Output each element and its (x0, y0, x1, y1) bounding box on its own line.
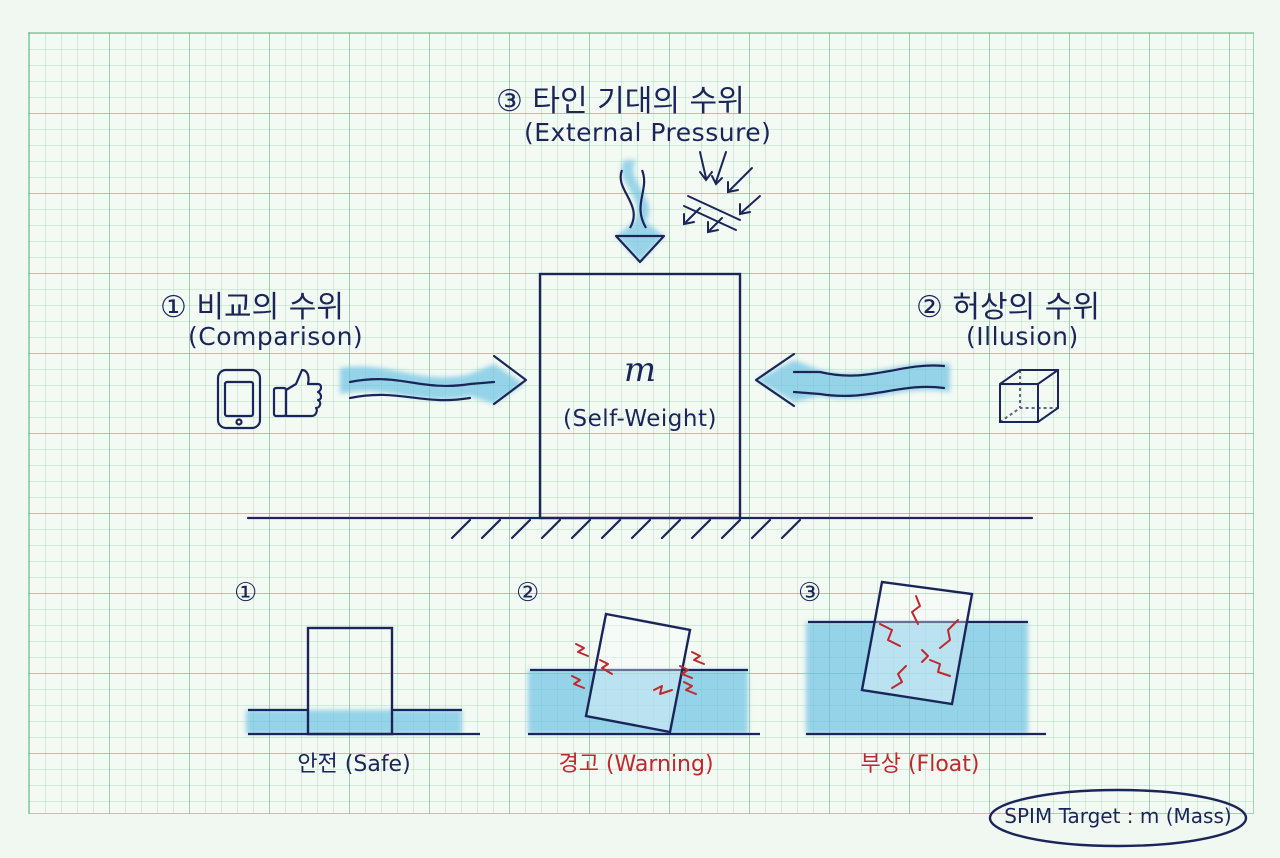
illusion-subtitle: (Illusion) (966, 322, 1079, 351)
external-pressure-subtitle: (External Pressure) (524, 118, 772, 147)
scenario-float (806, 580, 1046, 736)
scenario-warning-caption: 경고 (Warning) (558, 752, 714, 777)
illusion-title: ② 허상의 수위 (916, 290, 1100, 325)
scenario-1-number: ① (234, 578, 258, 608)
external-pressure-title: ③ 타인 기대의 수위 (496, 84, 745, 119)
scenario-safe-caption: 안전 (Safe) (297, 752, 411, 777)
badge-oval (988, 788, 1248, 848)
external-pressure-arrow (614, 160, 666, 264)
comparison-subtitle: (Comparison) (188, 322, 364, 351)
comparison-arrow (340, 354, 528, 406)
scenario-safe (246, 626, 480, 736)
scenario-warning (528, 612, 760, 736)
ground (246, 516, 1034, 540)
scenario-3-number: ③ (798, 578, 822, 608)
graph-paper-background (28, 32, 1254, 814)
comparison-title: ① 비교의 수위 (160, 290, 344, 325)
scenario-2-number: ② (516, 578, 540, 608)
smartphone-icon (216, 368, 262, 430)
mass-symbol: m (623, 350, 657, 390)
self-weight-label: (Self-Weight) (563, 406, 717, 432)
spim-target-badge: SPIM Target : m (Mass) (1004, 804, 1232, 828)
illusion-arrow (754, 352, 950, 408)
thumbs-up-icon (272, 368, 323, 418)
cube-icon (999, 369, 1059, 423)
self-weight-block (538, 272, 742, 520)
scenario-float-caption: 부상 (Float) (860, 752, 980, 777)
pressure-arrows-icon (683, 151, 761, 234)
